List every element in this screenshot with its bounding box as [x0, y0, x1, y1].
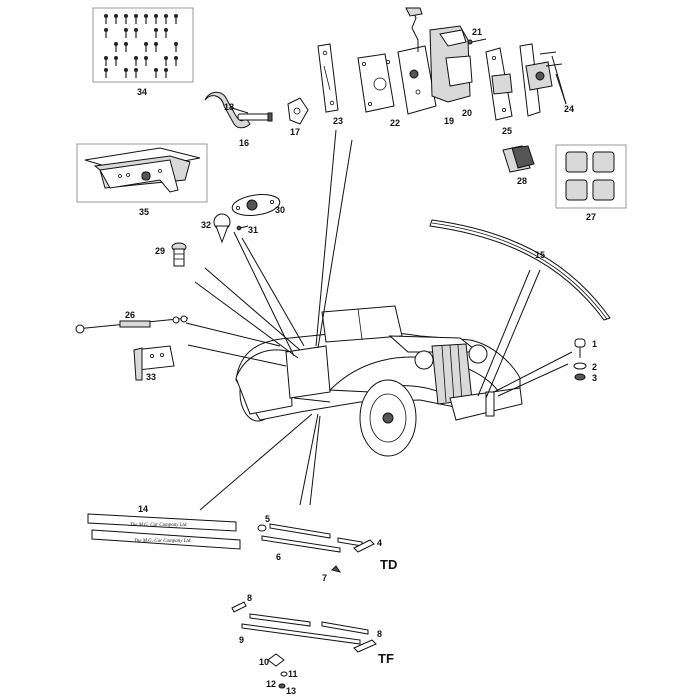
screw-head	[154, 42, 158, 46]
screw-head	[124, 42, 128, 46]
label-21: 21	[472, 27, 482, 37]
tf-trim-strips-icon	[231, 601, 377, 689]
screw-head	[114, 42, 118, 46]
screw-head	[104, 68, 108, 72]
label-31: 31	[248, 225, 258, 235]
windscreen-seal-strip-icon	[429, 219, 611, 321]
mirror-mount-icon	[231, 194, 281, 216]
label-14: 14	[138, 504, 148, 514]
label-5: 5	[265, 514, 270, 524]
bolt-icon	[171, 242, 187, 267]
label-26: 26	[125, 310, 135, 320]
screw-head	[104, 28, 108, 32]
screw-head	[164, 28, 168, 32]
door-handle-icon	[204, 91, 273, 129]
screw-head	[174, 14, 178, 18]
label-32: 32	[201, 220, 211, 230]
label-22: 22	[390, 118, 400, 128]
chassis-bracket-icon	[84, 147, 201, 193]
label-4: 4	[377, 538, 382, 548]
small-screw-icon	[236, 225, 249, 231]
label-29: 29	[155, 246, 165, 256]
screw-head	[124, 28, 128, 32]
label-19: 19	[444, 116, 454, 126]
screw-head	[144, 14, 148, 18]
screw-kit-box	[92, 7, 194, 83]
screw-head	[154, 68, 158, 72]
decal-text-1: The M.G. Car Company Ltd.	[130, 523, 188, 528]
bumper-bolt-set-icon	[573, 338, 587, 381]
decal-text-2: The M.G. Car Company Ltd.	[134, 539, 192, 544]
label-1: 1	[592, 339, 597, 349]
lock-barrel-icon	[213, 213, 231, 244]
label-34: 34	[137, 87, 147, 97]
door-catch-icon	[519, 43, 563, 117]
bracket-box	[76, 143, 208, 203]
rubber-buffer-icon	[502, 145, 535, 173]
label-8a: 8	[247, 593, 252, 603]
screw-head	[154, 28, 158, 32]
buffer-set-icon	[565, 151, 615, 201]
label-3: 3	[592, 373, 597, 383]
label-16: 16	[239, 138, 249, 148]
label-13: 13	[286, 686, 296, 696]
label-6: 6	[276, 552, 281, 562]
label-27: 27	[586, 212, 596, 222]
screw-head	[114, 56, 118, 60]
label-7: 7	[322, 573, 327, 583]
screw-assortment	[104, 14, 178, 78]
td-trim-strips-icon	[257, 523, 375, 573]
screw-head	[144, 56, 148, 60]
screw-head	[114, 14, 118, 18]
label-23: 23	[333, 116, 343, 126]
buffer-set-box	[555, 144, 627, 209]
model-tf: TF	[378, 651, 394, 666]
label-35: 35	[139, 207, 149, 217]
door-hinge-icon	[133, 345, 175, 381]
mg-car-illustration	[235, 305, 523, 457]
screw-head	[104, 56, 108, 60]
label-18: 18	[224, 102, 234, 112]
label-9: 9	[239, 635, 244, 645]
screw-head	[164, 14, 168, 18]
label-12: 12	[266, 679, 276, 689]
screw-head	[134, 56, 138, 60]
decal-strip-icon: The M.G. Car Company Ltd. The M.G. Car C…	[87, 513, 241, 550]
leader-lines	[185, 129, 573, 511]
label-30: 30	[275, 205, 285, 215]
hinge-pin-icon	[75, 315, 189, 334]
label-11: 11	[288, 669, 298, 679]
escutcheon-icon	[287, 97, 309, 125]
screw-head	[134, 28, 138, 32]
label-20: 20	[462, 108, 472, 118]
striker-plate-icon	[485, 47, 513, 121]
screw-head	[164, 68, 168, 72]
screw-head	[164, 56, 168, 60]
door-plate-icon	[317, 43, 339, 113]
screw-head	[124, 14, 128, 18]
screw-head	[104, 14, 108, 18]
label-2: 2	[592, 362, 597, 372]
label-24: 24	[564, 104, 574, 114]
screw-icon	[467, 38, 487, 45]
label-15: 15	[535, 250, 545, 260]
screw-head	[134, 68, 138, 72]
door-lock-mechanism-icon	[397, 7, 473, 115]
screw-head	[124, 68, 128, 72]
screw-head	[174, 42, 178, 46]
label-25: 25	[502, 126, 512, 136]
label-8b: 8	[377, 629, 382, 639]
model-td: TD	[380, 557, 397, 572]
label-33: 33	[146, 372, 156, 382]
screw-head	[134, 14, 138, 18]
lock-plate-icon	[357, 53, 395, 113]
label-17: 17	[290, 127, 300, 137]
screw-head	[144, 42, 148, 46]
screw-head	[154, 14, 158, 18]
screw-head	[174, 56, 178, 60]
label-10: 10	[259, 657, 269, 667]
label-28: 28	[517, 176, 527, 186]
